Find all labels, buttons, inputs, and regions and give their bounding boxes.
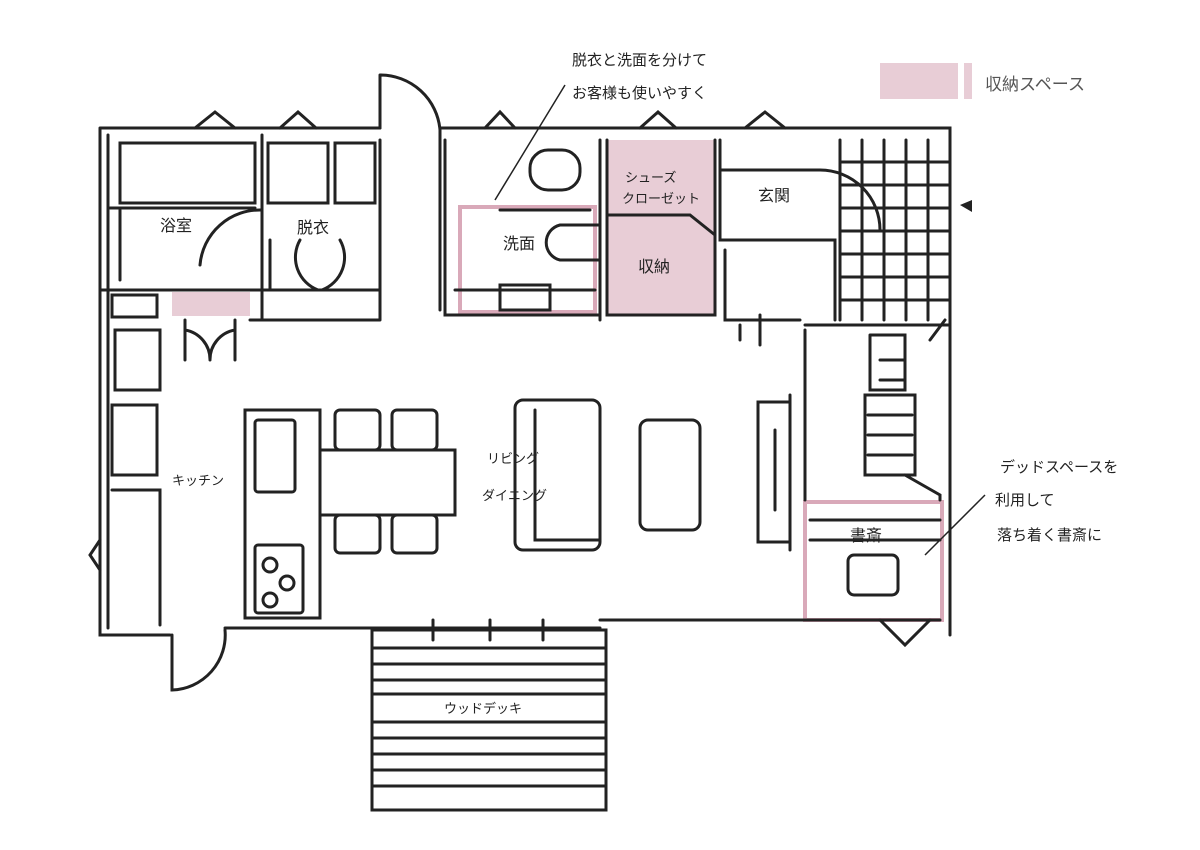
room-study: 書斎 <box>850 526 883 545</box>
legend-swatch <box>880 63 958 99</box>
note-wash-2: お客様も使いやすく <box>572 84 708 102</box>
note-study-1: デッドスペースを <box>1000 458 1119 476</box>
storage-fills <box>172 140 715 316</box>
pantry-storage <box>172 292 250 316</box>
room-shoe-closet-1: シューズ <box>625 171 677 186</box>
room-living: リビング <box>487 452 540 467</box>
room-entrance: 玄関 <box>758 186 791 205</box>
entrance-marker-icon <box>960 200 972 212</box>
legend-label: 収納スペース <box>985 75 1085 95</box>
shoe-closet-storage <box>607 140 715 315</box>
walls <box>88 73 952 812</box>
room-kitchen: キッチン <box>172 474 225 489</box>
legend-bar <box>964 63 972 99</box>
room-dressing: 脱衣 <box>297 218 330 237</box>
note-wash-1: 脱衣と洗面を分けて <box>572 51 708 69</box>
callout-lines <box>494 84 986 556</box>
room-dining: ダイニング <box>482 489 548 504</box>
room-storage: 収納 <box>638 257 671 276</box>
room-shoe-closet-2: クローゼット <box>622 192 701 207</box>
room-bath: 浴室 <box>160 216 193 235</box>
room-washroom: 洗面 <box>503 234 536 253</box>
note-study-2: 利用して <box>995 491 1055 509</box>
room-wood-deck: ウッドデッキ <box>440 698 527 717</box>
note-study-3: 落ち着く書斎に <box>997 526 1103 544</box>
